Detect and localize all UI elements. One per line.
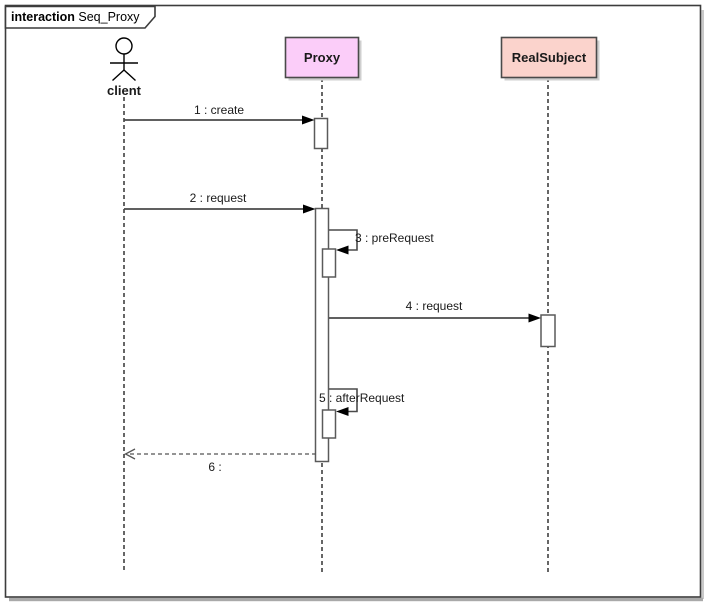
activation-realsubject <box>540 314 556 348</box>
message-5-arrow <box>329 388 358 416</box>
activations <box>313 117 556 463</box>
message-5-line <box>329 388 358 413</box>
actor-leg-left <box>112 69 125 82</box>
frame-title-tab <box>4 5 156 29</box>
realsubject-box <box>500 36 598 79</box>
participant-label-realsubject: RealSubject <box>511 50 587 65</box>
frame-title: interaction Seq_Proxy <box>11 7 140 27</box>
message-2-label: 2 : request <box>189 191 247 205</box>
message-6-arrowhead <box>124 448 136 460</box>
message-2-arrowhead <box>303 204 316 214</box>
message-4-label: 4 : request <box>405 299 463 313</box>
message-1-arrowhead <box>302 115 315 125</box>
frame-border <box>4 4 702 598</box>
message-2-arrow <box>124 204 316 214</box>
participant-box-realsubject <box>500 36 600 81</box>
activation-proxy-prerequest <box>321 248 337 278</box>
message-3-line <box>329 229 358 251</box>
participant-box-proxy <box>284 36 362 81</box>
frame-shadow-bottom <box>9 597 703 602</box>
actor-head <box>115 37 133 55</box>
proxy-box <box>284 36 360 79</box>
frame-shadow-right <box>701 10 704 599</box>
frame-keyword: interaction <box>11 10 75 24</box>
message-4-arrowhead <box>528 313 541 323</box>
participant-label-proxy: Proxy <box>303 50 341 65</box>
message-1-arrow <box>124 115 315 125</box>
message-5-arrowhead <box>336 407 349 416</box>
message-3-arrow <box>329 229 358 255</box>
message-1-label: 1 : create <box>193 103 245 117</box>
message-6-label: 6 : <box>208 460 222 474</box>
actor-icon <box>110 37 138 82</box>
message-3-arrowhead <box>336 245 349 255</box>
frame-name: Seq_Proxy <box>78 10 140 24</box>
message-3-label: 3 : preRequest <box>355 231 434 245</box>
message-6-arrow <box>124 448 316 460</box>
activation-proxy-create <box>313 117 329 150</box>
participant-label-client: client <box>107 83 141 98</box>
message-5-label: 5 : afterRequest <box>319 391 405 405</box>
message-4-arrow <box>329 313 541 323</box>
actor-leg-right <box>123 69 136 82</box>
activation-proxy-afterrequest <box>321 409 337 439</box>
